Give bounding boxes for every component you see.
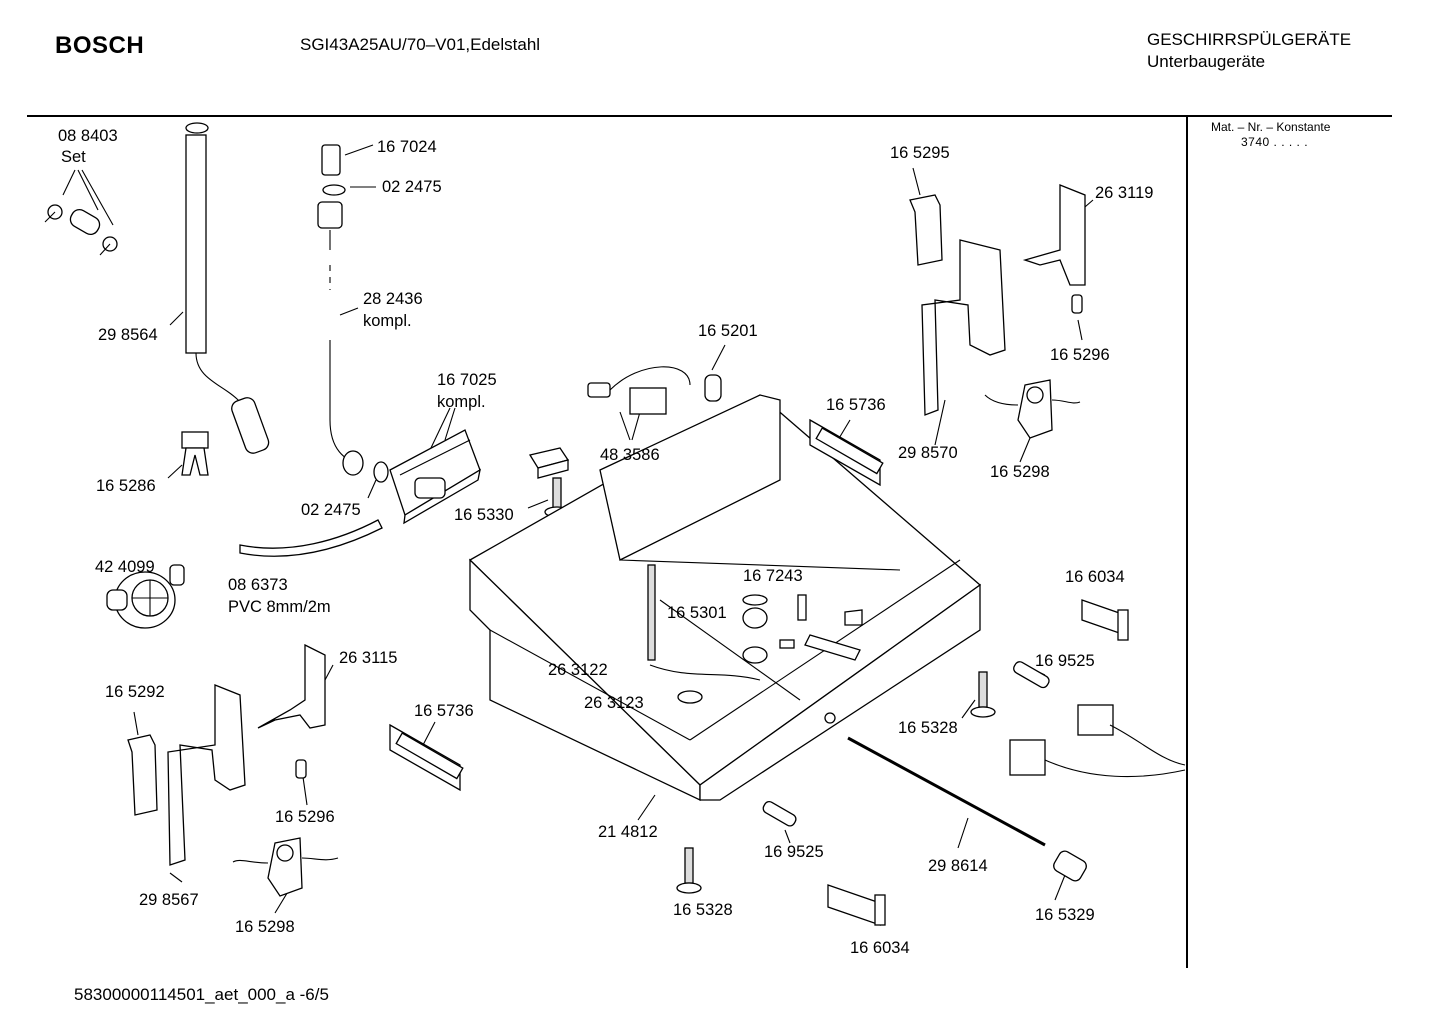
part-label: 16 7025 bbox=[437, 371, 497, 389]
part-label: 16 5298 bbox=[990, 463, 1050, 481]
connector-bottom-part bbox=[827, 884, 886, 926]
subcategory-title: Unterbaugeräte bbox=[1147, 52, 1266, 71]
part-label: 16 9525 bbox=[764, 843, 824, 861]
hose-clip-part bbox=[181, 431, 209, 476]
part-label: Set bbox=[61, 148, 86, 166]
drain-pump-part bbox=[106, 564, 185, 629]
part-label: 16 5295 bbox=[890, 144, 950, 162]
part-label: 16 5329 bbox=[1035, 906, 1095, 924]
harness-right-part bbox=[1009, 599, 1186, 778]
spring-left-part bbox=[389, 723, 464, 792]
part-label: 26 3115 bbox=[339, 649, 398, 667]
left-bracket-part bbox=[127, 643, 326, 866]
part-label: 02 2475 bbox=[382, 178, 442, 196]
part-label: 16 7243 bbox=[743, 567, 803, 585]
part-label: 29 8614 bbox=[928, 857, 988, 875]
part-label: 42 4099 bbox=[95, 558, 155, 576]
category-title: GESCHIRRSPÜLGERÄTE bbox=[1147, 30, 1352, 49]
part-label: 29 8570 bbox=[898, 444, 958, 462]
part-label: 16 5296 bbox=[275, 808, 335, 826]
sensor-cable-part bbox=[587, 366, 722, 415]
part-label: 26 3122 bbox=[548, 661, 608, 679]
part-label: 16 5292 bbox=[105, 683, 165, 701]
part-label: 48 3586 bbox=[600, 446, 660, 464]
part-label: 16 5736 bbox=[414, 702, 474, 720]
part-label: 16 5301 bbox=[667, 604, 727, 622]
document-id: 58300000114501_aet_000_a -6/5 bbox=[74, 985, 329, 1004]
part-label: 29 8567 bbox=[139, 891, 199, 909]
part-label: PVC 8mm/2m bbox=[228, 598, 331, 616]
part-label: 02 2475 bbox=[301, 501, 361, 519]
brand-logo: BOSCH bbox=[55, 32, 145, 59]
part-label: 16 5298 bbox=[235, 918, 295, 936]
right-bracket-part bbox=[909, 184, 1086, 416]
part-label: 16 6034 bbox=[1065, 568, 1125, 586]
part-label: 28 2436 bbox=[363, 290, 423, 308]
part-label: 16 5296 bbox=[1050, 346, 1110, 364]
float-switch-left-part bbox=[232, 837, 339, 897]
header-divider bbox=[27, 115, 1392, 117]
part-label: 08 6373 bbox=[228, 576, 288, 594]
part-label: 16 6034 bbox=[850, 939, 910, 957]
part-label: 16 7024 bbox=[377, 138, 437, 156]
mat-number-value: 3740 . . . . . bbox=[1241, 135, 1309, 149]
part-label: 26 3119 bbox=[1095, 184, 1154, 202]
part-label: 16 5328 bbox=[673, 901, 733, 919]
part-label: kompl. bbox=[363, 312, 412, 330]
part-label: 16 5286 bbox=[96, 477, 156, 495]
part-label: kompl. bbox=[437, 393, 486, 411]
sidebar-divider bbox=[1186, 116, 1188, 968]
inlet-fitting-part bbox=[317, 144, 389, 483]
base-frame-part bbox=[468, 394, 982, 802]
part-label: 16 5330 bbox=[454, 506, 514, 524]
part-label: 08 8403 bbox=[58, 127, 118, 145]
spring-part bbox=[809, 418, 884, 487]
part-label: 29 8564 bbox=[98, 326, 158, 344]
part-label: 26 3123 bbox=[584, 694, 644, 712]
screw-part bbox=[676, 671, 996, 894]
part-label: 16 5201 bbox=[698, 322, 758, 340]
part-label: 16 5736 bbox=[826, 396, 886, 414]
part-label: 21 4812 bbox=[598, 823, 658, 841]
clamp-set-part bbox=[44, 204, 118, 256]
drain-hose-part bbox=[185, 122, 270, 454]
float-switch-part bbox=[984, 379, 1081, 439]
model-title: SGI43A25AU/70–V01,Edelstahl bbox=[300, 35, 541, 54]
flowmeter-part bbox=[389, 429, 481, 525]
rod-part bbox=[847, 736, 1087, 882]
pvc-tube-part bbox=[239, 519, 383, 557]
inner-parts bbox=[649, 594, 863, 681]
part-label: 16 5328 bbox=[898, 719, 958, 737]
mat-number-label: Mat. – Nr. – Konstante bbox=[1211, 120, 1331, 134]
part-label: 16 9525 bbox=[1035, 652, 1095, 670]
bolt-part bbox=[762, 800, 797, 827]
